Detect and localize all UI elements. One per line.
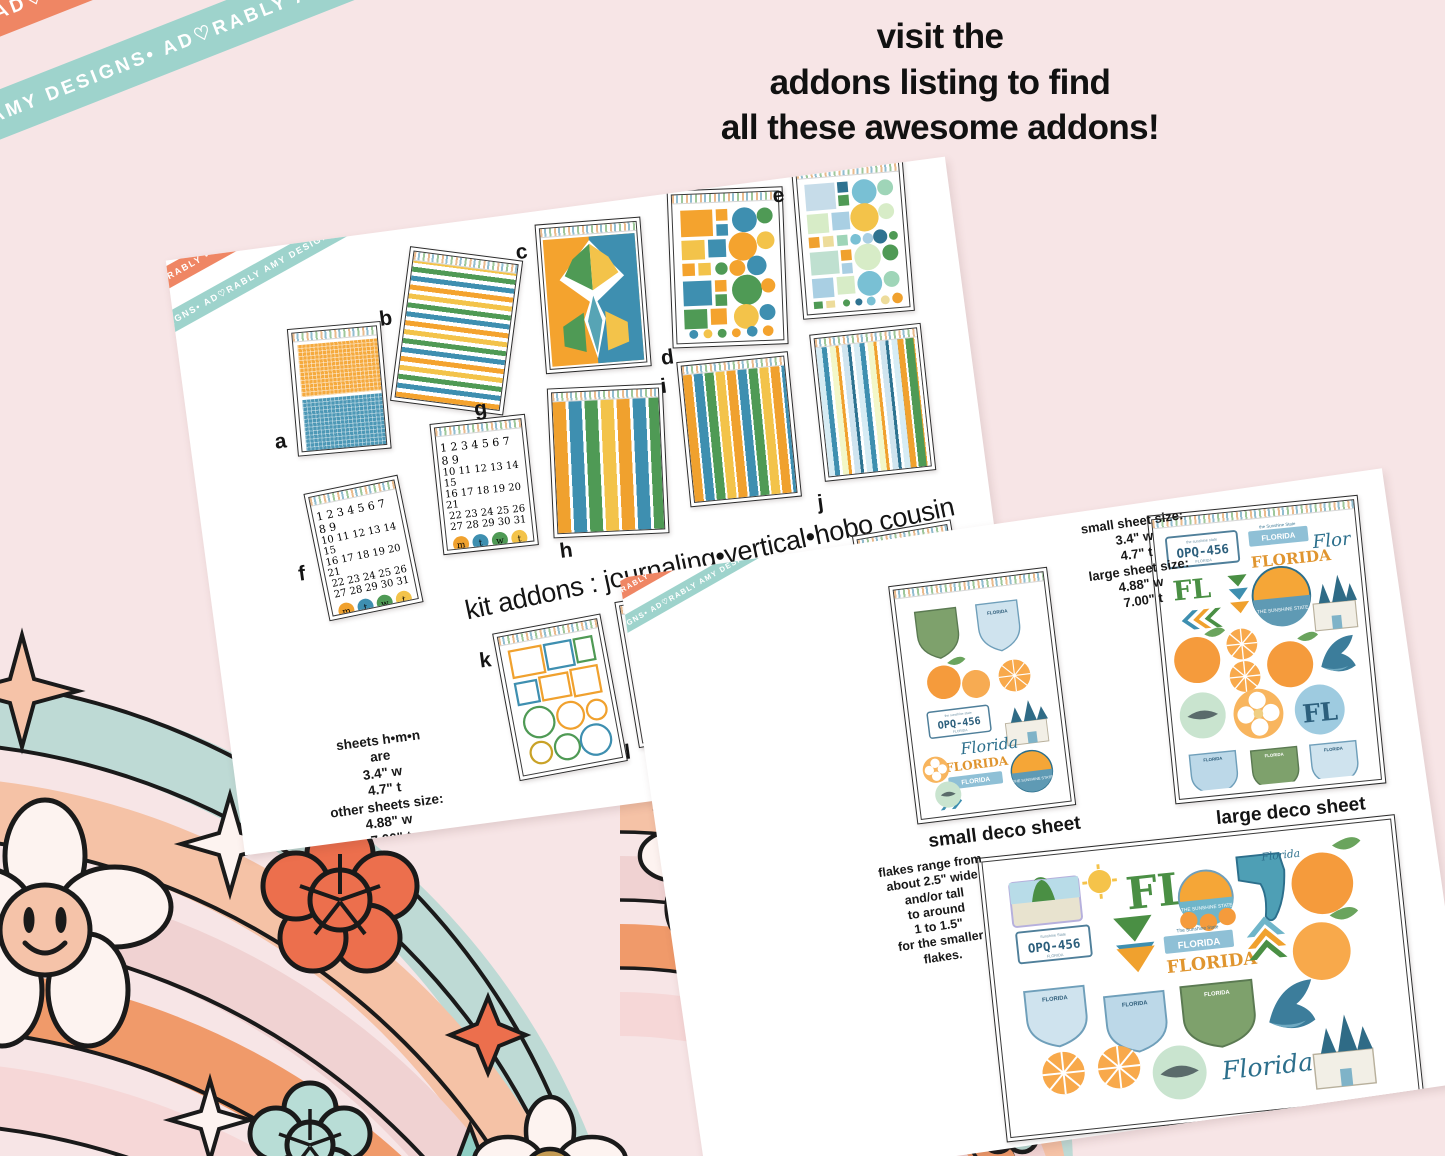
svg-text:OPQ-456: OPQ-456 bbox=[1176, 541, 1230, 561]
svg-text:w: w bbox=[496, 536, 505, 547]
svg-text:m: m bbox=[457, 540, 467, 549]
rainbow-illustration-left bbox=[0, 627, 628, 1156]
svg-text:t: t bbox=[478, 538, 483, 548]
svg-text:FLORIDA: FLORIDA bbox=[1195, 558, 1212, 564]
flakes-sheet-card[interactable]: FL THE SUNSHINE STATE Florida Sunshine S… bbox=[976, 814, 1425, 1143]
svg-text:FLORIDA: FLORIDA bbox=[1042, 995, 1069, 1004]
headline-line-1: visit the bbox=[876, 17, 1004, 56]
svg-text:Sunshine State: Sunshine State bbox=[1040, 932, 1066, 939]
svg-text:FLORIDA: FLORIDA bbox=[1166, 949, 1259, 978]
svg-text:the Sunshine State: the Sunshine State bbox=[1259, 521, 1296, 530]
svg-text:THE SUNSHINE STATE: THE SUNSHINE STATE bbox=[1181, 902, 1233, 913]
sticker-label-a: a bbox=[273, 429, 288, 454]
svg-text:t: t bbox=[517, 534, 522, 544]
sticker-label-j: j bbox=[816, 490, 825, 515]
svg-text:Florida: Florida bbox=[958, 732, 1019, 758]
kit-addons-paper: AD♡RABLY • PLAN LIFE AD♡RABLY • PLAN LIF… bbox=[165, 156, 1025, 856]
svg-text:FL: FL bbox=[1172, 573, 1213, 608]
ribbon-coral-small-1: AD♡RABLY • PLAN LIFE AD♡RABLY • PLAN LIF… bbox=[165, 156, 408, 303]
svg-text:FLORIDA: FLORIDA bbox=[953, 728, 969, 734]
sticker-card-c[interactable] bbox=[534, 216, 652, 375]
sticker-label-d: d bbox=[659, 345, 676, 370]
svg-text:FL: FL bbox=[1301, 696, 1339, 728]
svg-text:FLORIDA: FLORIDA bbox=[1324, 746, 1344, 753]
headline-line-3: all these awesome addons! bbox=[720, 108, 1160, 147]
small-deco-sheet-card[interactable]: FLORIDA the sunshine state OP bbox=[888, 566, 1077, 825]
svg-text:FLORIDA: FLORIDA bbox=[1261, 530, 1296, 542]
svg-text:FLORIDA: FLORIDA bbox=[987, 608, 1009, 616]
svg-text:FLORIDA: FLORIDA bbox=[1203, 756, 1223, 763]
sticker-label-k: k bbox=[477, 648, 493, 673]
svg-text:The Sunshine State: The Sunshine State bbox=[1176, 924, 1219, 934]
svg-text:this week: this week bbox=[399, 611, 416, 615]
sticker-card-h[interactable] bbox=[546, 383, 670, 539]
svg-text:FLORIDA: FLORIDA bbox=[961, 776, 991, 787]
svg-text:FLORIDA: FLORIDA bbox=[1204, 990, 1231, 999]
sticker-label-f: f bbox=[296, 561, 307, 586]
deco-addons-paper: AD♡RABLY • PLAN LIFE AD♡RABLY • PLAN LIF… bbox=[619, 468, 1445, 1156]
sticker-card-f[interactable]: 1 2 3 4 5 6 7 8 9 10 11 12 13 14 15 16 1… bbox=[303, 474, 424, 622]
large-deco-sheet-card[interactable]: the sunshine state OPQ-456 FLORIDA FLORI… bbox=[1146, 494, 1387, 805]
svg-text:FLORIDA: FLORIDA bbox=[1047, 953, 1064, 959]
svg-text:THE SUNSHINE STATE: THE SUNSHINE STATE bbox=[1013, 775, 1054, 784]
sticker-label-b: b bbox=[377, 306, 394, 331]
svg-text:t: t bbox=[401, 595, 407, 606]
svg-text:FLORIDA: FLORIDA bbox=[1264, 752, 1284, 759]
flakes-size-note: flakes range from about 2.5" wide and/or… bbox=[877, 851, 985, 967]
svg-text:THE SUNSHINE STATE: THE SUNSHINE STATE bbox=[1257, 604, 1309, 615]
sticker-card-i[interactable] bbox=[676, 351, 802, 508]
svg-text:t: t bbox=[363, 603, 369, 614]
svg-text:FLORIDA: FLORIDA bbox=[1122, 1000, 1149, 1009]
sticker-label-h: h bbox=[558, 538, 574, 563]
sticker-card-b[interactable] bbox=[390, 246, 524, 416]
sticker-card-j[interactable] bbox=[809, 322, 937, 482]
sticker-card-k[interactable] bbox=[492, 613, 628, 782]
svg-text:the sunshine state: the sunshine state bbox=[944, 711, 972, 718]
headline-block: visit the addons listing to find all the… bbox=[640, 14, 1240, 151]
svg-text:w: w bbox=[380, 599, 390, 610]
sticker-card-e[interactable] bbox=[790, 157, 915, 320]
sticker-label-e: e bbox=[771, 183, 786, 208]
svg-text:Florida: Florida bbox=[1260, 848, 1301, 864]
headline-line-2: addons listing to find bbox=[769, 62, 1111, 102]
sticker-card-g[interactable]: 1 2 3 4 5 6 7 8 9 10 11 12 13 14 15 16 1… bbox=[429, 413, 539, 556]
svg-text:the sunshine state: the sunshine state bbox=[1186, 537, 1217, 544]
sticker-card-a[interactable] bbox=[286, 320, 392, 457]
svg-text:OPQ-456: OPQ-456 bbox=[1027, 935, 1081, 955]
sticker-label-c: c bbox=[514, 239, 529, 265]
svg-text:Florida: Florida bbox=[1220, 1047, 1315, 1085]
svg-text:FLORIDA: FLORIDA bbox=[1177, 936, 1221, 951]
sticker-card-d[interactable] bbox=[666, 186, 789, 349]
svg-text:OPQ-456: OPQ-456 bbox=[937, 715, 981, 732]
svg-text:m: m bbox=[342, 606, 353, 615]
ribbon-teal-main: AD♡RABLY AMY DESIGNS• AD♡RABLY AMY DESIG… bbox=[0, 0, 594, 196]
sticker-label-g: g bbox=[472, 396, 489, 422]
